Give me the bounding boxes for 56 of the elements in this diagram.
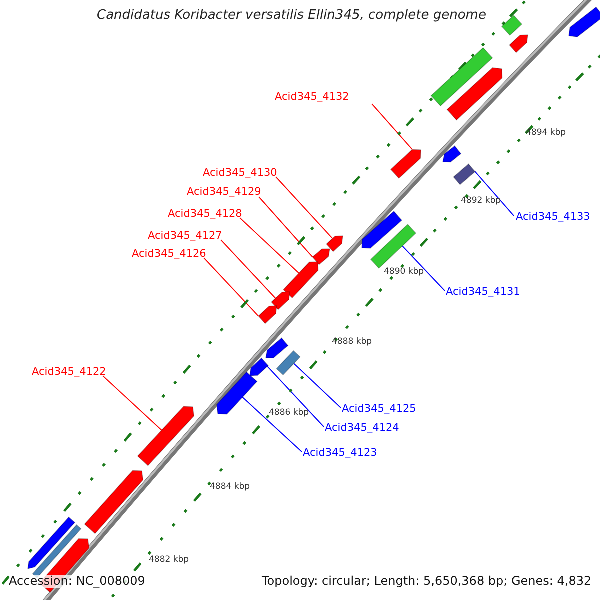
gene-label: Acid345_4128 xyxy=(168,208,242,221)
accession-note: Accession: NC_008009 xyxy=(9,575,146,588)
gene-bar xyxy=(370,224,417,269)
gene-bar xyxy=(509,34,528,54)
gene-label: Acid345_4123 xyxy=(303,447,378,460)
leader-line xyxy=(220,240,276,299)
scale-label: 4886 kbp xyxy=(269,407,310,420)
gene-bar xyxy=(568,6,600,38)
leader-line xyxy=(204,258,260,317)
leader-line xyxy=(372,104,413,150)
gene-bar xyxy=(312,248,330,266)
leader-line xyxy=(258,196,314,258)
gene-bar xyxy=(362,210,403,249)
leader-line xyxy=(102,376,162,431)
leader-line xyxy=(267,366,324,428)
gene-bar xyxy=(84,470,144,534)
gene-label: Acid345_4122 xyxy=(32,366,106,379)
scale-label: 4892 kbp xyxy=(461,195,502,208)
gene-bar xyxy=(390,149,422,179)
gene-label: Acid345_4132 xyxy=(275,91,350,104)
gene-label: Acid345_4133 xyxy=(516,211,590,224)
scale-label: 4888 kbp xyxy=(332,336,372,349)
scale-label: 4884 kbp xyxy=(210,481,250,494)
gene-bar xyxy=(501,15,523,36)
gene-bar xyxy=(271,292,290,310)
scale-label: 4882 kbp xyxy=(149,554,190,567)
gene-bar xyxy=(250,358,269,376)
leader-line xyxy=(242,396,302,452)
gene-bar xyxy=(326,236,344,252)
title: Candidatus Koribacter versatilis Ellin345, complete genome xyxy=(97,9,486,22)
gene-label: Acid345_4126 xyxy=(132,248,206,261)
gene-bar xyxy=(137,406,195,466)
scale-label: 4894 kbp xyxy=(526,127,566,140)
gene-bar xyxy=(258,306,278,324)
gene-bar xyxy=(430,47,494,107)
scale-label: 4890 kbp xyxy=(384,266,424,279)
gene-bar xyxy=(446,67,503,121)
leader-line xyxy=(474,171,514,216)
gene-bar xyxy=(283,262,319,299)
gene-bar xyxy=(28,516,76,570)
gene-bar xyxy=(266,338,289,358)
genome-info-note: Topology: circular; Length: 5,650,368 bp; Genes: 4,832 xyxy=(262,575,592,588)
gene-bar xyxy=(216,372,258,415)
gene-bar xyxy=(276,350,301,376)
gene-label: Acid345_4125 xyxy=(342,403,416,416)
gene-label: Acid345_4130 xyxy=(203,167,278,180)
leader-line xyxy=(276,176,334,240)
leader-line xyxy=(402,246,446,292)
gene-label: Acid345_4124 xyxy=(325,422,400,435)
gene-bar xyxy=(442,146,462,163)
gene-bar xyxy=(453,164,476,186)
gene-label: Acid345_4131 xyxy=(446,286,520,299)
gene-label: Acid345_4127 xyxy=(148,230,222,243)
gene-label: Acid345_4129 xyxy=(187,186,262,199)
leader-line xyxy=(294,363,342,408)
leader-line xyxy=(240,218,300,274)
